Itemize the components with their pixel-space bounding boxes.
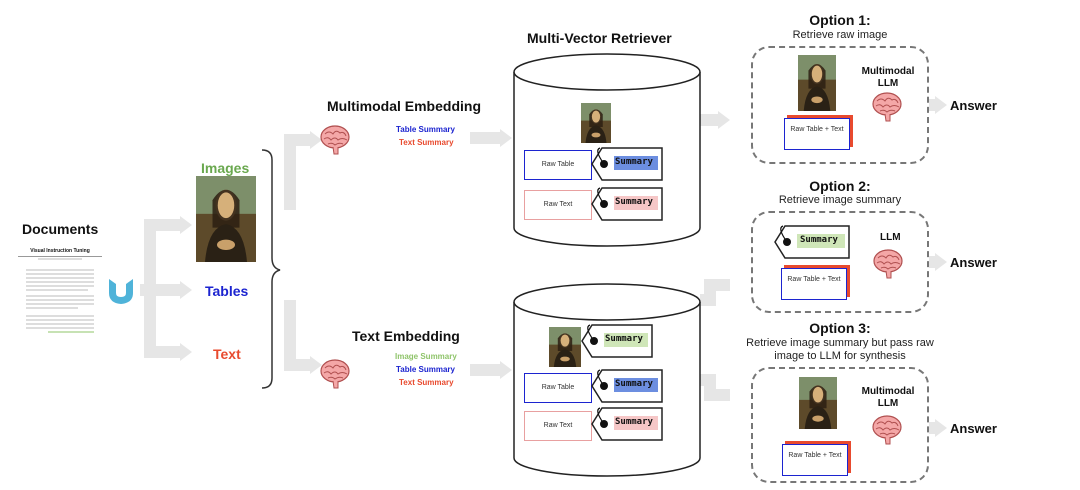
mm-text-summary-label: Text Summary <box>399 138 454 147</box>
option-1-image <box>798 55 836 111</box>
bottom-raw-table-box: Raw Table <box>524 373 592 403</box>
option-1-brain-icon <box>872 92 902 122</box>
retriever-title: Multi-Vector Retriever <box>527 30 672 46</box>
mm-table-summary-label: Table Summary <box>396 125 455 134</box>
option-3-model: Multimodal LLM <box>861 386 915 409</box>
option-3-image <box>799 377 837 429</box>
top-retriever-image <box>581 103 611 143</box>
documents-title: Documents <box>22 221 99 237</box>
option-2-raw-label: Raw Table + Text <box>787 276 841 283</box>
option-2-tag-text: Summary <box>800 235 838 245</box>
document-thumbnail: Visual Instruction Tuning <box>18 244 102 340</box>
text-brain-icon <box>320 359 350 389</box>
bottom-table-summary-text: Summary <box>615 379 653 389</box>
bottom-text-summary-tag <box>591 407 663 441</box>
top-text-summary-tag <box>591 187 663 221</box>
top-table-summary-tag <box>591 147 663 181</box>
multimodal-brain-icon <box>320 125 350 155</box>
text-embedding-title: Text Embedding <box>352 328 460 344</box>
option-3-raw-box: Raw Table + Text <box>782 444 848 476</box>
top-raw-text-label: Raw Text <box>543 201 573 208</box>
top-table-summary-text: Summary <box>615 157 653 167</box>
te-image-summary-label: Image Summary <box>395 352 457 361</box>
option-3-subtitle: Retrieve image summary but pass raw imag… <box>746 337 934 362</box>
option-3-raw-label: Raw Table + Text <box>788 452 842 459</box>
bottom-table-summary-tag <box>591 369 663 403</box>
option-2-summary-tag <box>774 225 850 259</box>
option-1-title: Option 1: <box>809 12 871 28</box>
paper-text-lines <box>26 258 94 333</box>
bottom-raw-text-label: Raw Text <box>543 422 573 429</box>
unstructured-logo-icon <box>109 279 133 304</box>
option-3-title: Option 3: <box>809 320 871 336</box>
bottom-raw-text-box: Raw Text <box>524 411 592 441</box>
option-2-brain-icon <box>873 249 903 279</box>
option-2-answer: Answer <box>950 255 997 270</box>
top-raw-table-box: Raw Table <box>524 150 592 180</box>
paper-title: Visual Instruction Tuning <box>18 248 102 257</box>
bottom-text-summary-text: Summary <box>615 417 653 427</box>
grouping-brace <box>261 149 281 389</box>
images-label: Images <box>201 160 250 176</box>
option-2-subtitle: Retrieve image summary <box>778 194 902 206</box>
option-1-model: Multimodal LLM <box>861 66 915 89</box>
text-label: Text <box>213 346 241 362</box>
te-table-summary-label: Table Summary <box>396 365 455 374</box>
te-text-summary-label: Text Summary <box>399 378 454 387</box>
tables-label: Tables <box>205 283 249 299</box>
multimodal-embedding-title: Multimodal Embedding <box>327 98 481 114</box>
top-raw-text-box: Raw Text <box>524 190 592 220</box>
option-1-answer: Answer <box>950 98 997 113</box>
bottom-retriever-image <box>549 327 581 367</box>
top-text-summary-text: Summary <box>615 197 653 207</box>
bottom-image-summary-text: Summary <box>605 334 643 344</box>
option-3-brain-icon <box>872 415 902 445</box>
option-2-raw-box: Raw Table + Text <box>781 268 847 300</box>
option-3-answer: Answer <box>950 421 997 436</box>
option-1-raw-box: Raw Table + Text <box>784 118 850 150</box>
bottom-image-summary-tag <box>581 324 653 358</box>
bottom-raw-table-label: Raw Table <box>541 384 575 391</box>
option-1-subtitle: Retrieve raw image <box>792 29 888 41</box>
option-2-model: LLM <box>880 232 901 243</box>
top-raw-table-label: Raw Table <box>541 161 575 168</box>
option-2-title: Option 2: <box>809 178 871 194</box>
option-1-raw-label: Raw Table + Text <box>790 126 844 133</box>
mona-lisa-image <box>196 176 256 262</box>
